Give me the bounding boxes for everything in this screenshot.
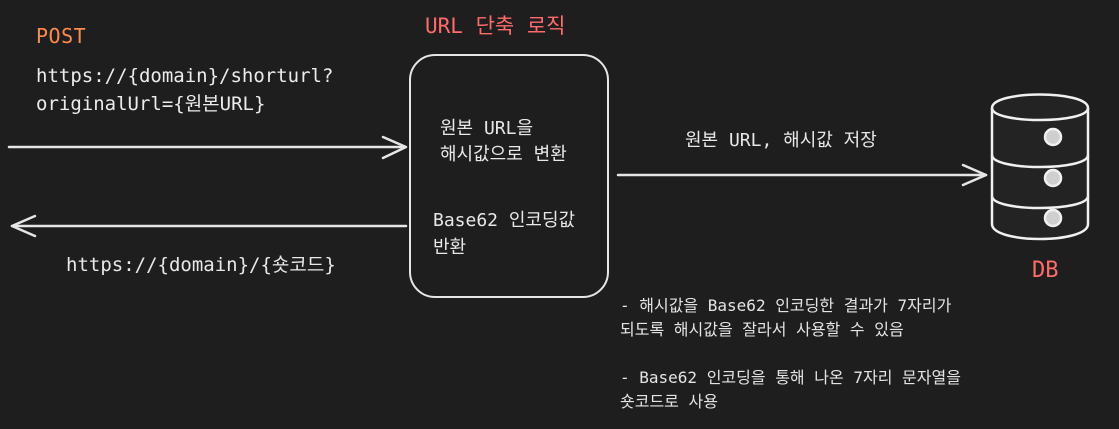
note-line: - 해시값을 Base62 인코딩한 결과가 7자리가 [620, 296, 952, 315]
request-url-line1: https://{domain}/shorturl? [36, 65, 334, 87]
logic-step-encode: Base62 인코딩값 반환 [433, 207, 575, 261]
step-hash-line2: 해시값으로 변환 [440, 144, 567, 165]
step-hash-line1: 원본 URL을 [440, 118, 534, 139]
http-method-label: POST [36, 24, 87, 48]
logic-step-hash: 원본 URL을 해시값으로 변환 [440, 116, 567, 168]
storage-action-label: 원본 URL, 해시값 저장 [685, 130, 877, 151]
note-spacer [620, 342, 961, 366]
note-line: 숏코드로 사용 [620, 392, 718, 411]
logic-box [409, 54, 609, 298]
logic-title: URL 단축 로직 [425, 14, 566, 38]
request-url-line2: originalUrl={원본URL} [36, 93, 266, 115]
response-arrow [10, 214, 408, 238]
note-item: - Base62 인코딩을 통해 나온 7자리 문자열을 숏코드로 사용 [620, 366, 961, 414]
db-label: DB [1032, 258, 1059, 283]
note-line: 되도록 해시값을 잘라서 사용할 수 있음 [620, 320, 904, 339]
step-encode-line1: Base62 인코딩값 [433, 210, 576, 231]
request-arrow [7, 135, 408, 160]
request-url: https://{domain}/shorturl? originalUrl={… [36, 62, 333, 118]
note-line: - Base62 인코딩을 통해 나온 7자리 문자열을 [620, 368, 961, 387]
database-icon [990, 93, 1090, 241]
step-encode-line2: 반환 [433, 237, 467, 258]
note-item: - 해시값을 Base62 인코딩한 결과가 7자리가 되도록 해시값을 잘라서… [620, 294, 961, 342]
notes: - 해시값을 Base62 인코딩한 결과가 7자리가 되도록 해시값을 잘라서… [620, 294, 961, 414]
storage-arrow [616, 163, 988, 187]
response-url: https://{domain}/{숏코드} [66, 254, 336, 276]
